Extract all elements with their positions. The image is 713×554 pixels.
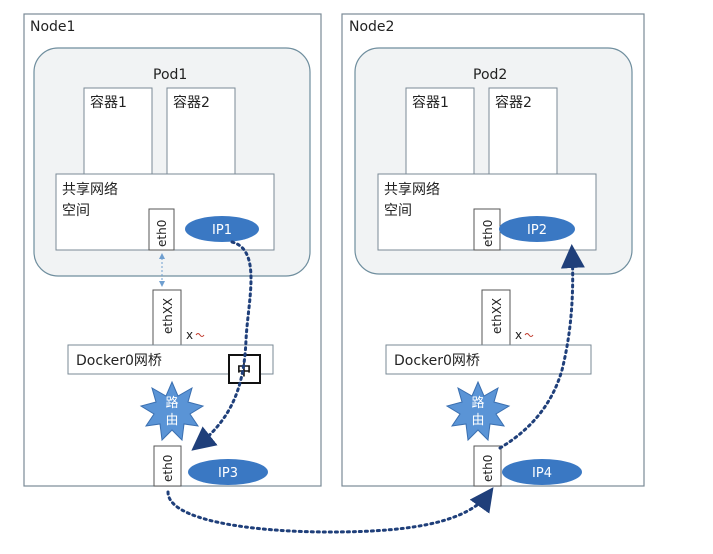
node2-host-ip-badge <box>502 459 582 485</box>
node1: Node1 Pod1 容器1 容器2 共享网络 空间 eth0 IP1 ethX… <box>23 13 322 487</box>
node2-host-eth0-box <box>473 445 502 487</box>
node1-veth-label: ethXX <box>161 298 175 334</box>
pod1-container2-label: 容器2 <box>173 94 210 111</box>
node1-host-ip-badge <box>188 459 268 485</box>
pod2-container2-label: 容器2 <box>495 94 532 111</box>
node1-host-eth0-label: eth0 <box>161 455 175 482</box>
node2-title: Node2 <box>349 19 394 35</box>
relay-badge-label: 中 <box>237 362 251 379</box>
pod2: Pod2 容器1 容器2 共享网络 空间 eth0 IP2 <box>354 47 633 275</box>
pod2-container1-label: 容器1 <box>412 94 449 111</box>
path-host-eth0-to-ip2 <box>498 244 585 450</box>
node1-host-ip-label: IP3 <box>218 466 238 481</box>
node2-bridge-label: Docker0网桥 <box>394 353 480 369</box>
node1-bridge-label: Docker0网桥 <box>76 353 162 369</box>
pod1-eth0-box <box>148 208 175 251</box>
pod2-container2-box <box>488 87 558 175</box>
node2-router-line1: 路 <box>471 395 484 411</box>
pod2-container1-box <box>405 87 475 175</box>
pod1-ip-badge <box>185 216 259 242</box>
pod1: Pod1 容器1 容器2 共享网络 空间 eth0 IP1 <box>33 47 311 277</box>
pod2-ip-badge <box>499 216 575 242</box>
node1-host-eth0-box <box>153 445 182 487</box>
node2-host-ip-label: IP4 <box>532 466 552 481</box>
pod1-netns-line1: 共享网络 <box>62 181 118 198</box>
pod1-eth0-label: eth0 <box>155 220 169 247</box>
path-ip1-to-host-eth0 <box>191 240 253 451</box>
pod1-ip-label: IP1 <box>212 223 232 238</box>
pod1-container2-box <box>166 87 236 175</box>
pod2-netns-line1: 共享网络 <box>384 181 440 198</box>
node1-router-line2: 由 <box>165 413 178 428</box>
node1-veth-squiggle <box>195 333 205 337</box>
node2-veth-label: ethXX <box>490 298 504 334</box>
node2-bridge-box <box>385 344 592 375</box>
node1-veth-box <box>152 289 182 347</box>
node1-veth-mark: x <box>186 328 193 342</box>
pod1-container1-box <box>83 87 153 175</box>
pod1-netns-line2: 空间 <box>62 203 90 219</box>
node2-veth-squiggle <box>524 333 534 337</box>
pod2-netns-line2: 空间 <box>384 203 412 219</box>
path-node1-to-node2 <box>166 487 494 534</box>
node2-veth-mark: x <box>515 328 522 342</box>
node1-title: Node1 <box>30 19 75 35</box>
pod2-ip-label: IP2 <box>527 223 547 238</box>
node2-router-burst <box>445 380 511 442</box>
pod1-container1-label: 容器1 <box>90 94 127 111</box>
node2-veth-box <box>481 289 511 347</box>
pod2-title: Pod2 <box>473 67 507 83</box>
node2: Node2 Pod2 容器1 容器2 共享网络 空间 eth0 IP2 ethX… <box>341 13 645 487</box>
node2-router-line2: 由 <box>471 413 484 428</box>
pod2-eth0-label: eth0 <box>481 220 495 247</box>
node2-host-eth0-label: eth0 <box>481 455 495 482</box>
pod1-title: Pod1 <box>153 67 187 83</box>
node1-router-line1: 路 <box>165 395 178 411</box>
node1-router-burst <box>139 380 205 442</box>
